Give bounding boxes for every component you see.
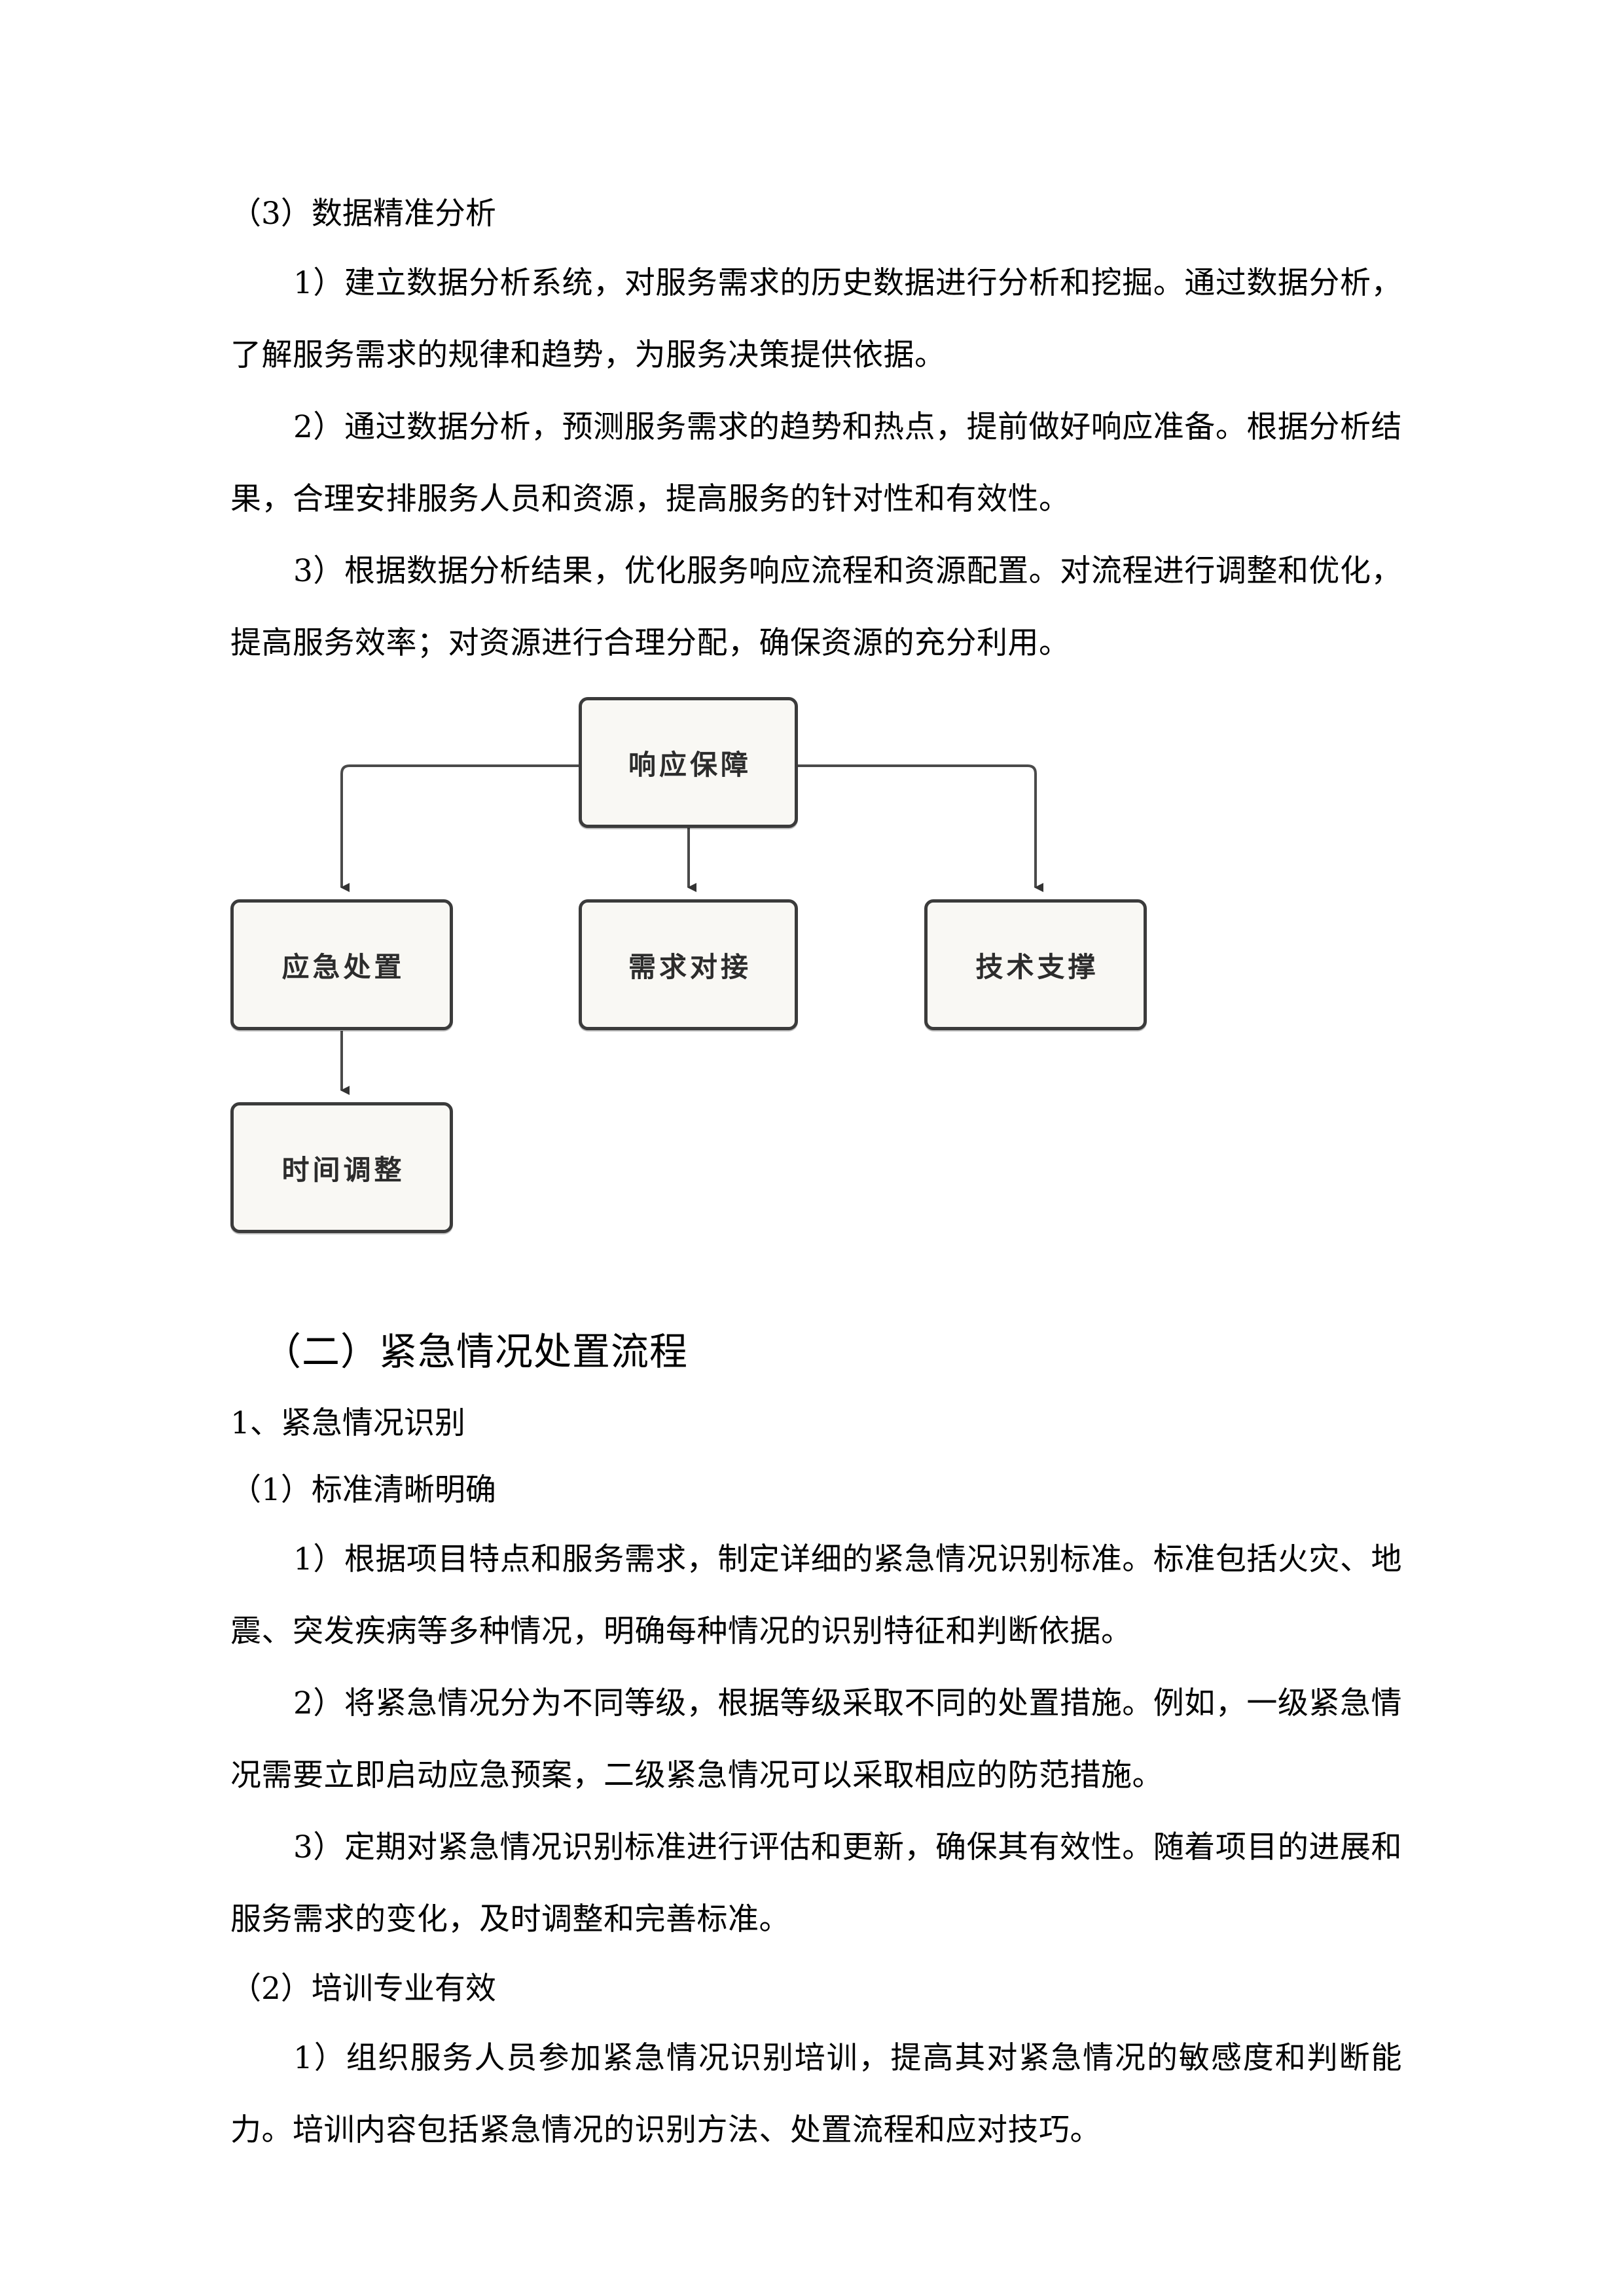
paragraph-3: 3）根据数据分析结果，优化服务响应流程和资源配置。对流程进行调整和优化，提高服务… [230, 553, 1402, 661]
heading-section-two: （二）紧急情况处置流程 [263, 1329, 689, 1374]
spacer-after-flowchart [230, 1305, 1402, 1313]
flow-node-technical-support: 技术支撑 [924, 899, 1147, 1030]
flow-node-time-adjustment: 时间调整 [230, 1102, 453, 1233]
flow-node-demand-docking: 需求对接 [579, 899, 798, 1030]
response-guarantee-flowchart: 响应保障 应急处置 需求对接 技术支撑 时间调整 [230, 696, 1402, 1305]
flow-node-response-guarantee: 响应保障 [579, 697, 798, 828]
edge-root-to-child-c [798, 764, 1043, 892]
heading-3-data-analysis: （3）数据精准分析 [230, 196, 496, 232]
paragraph-5: 2）将紧急情况分为不同等级，根据等级采取不同的处置措施。例如，一级紧急情况需要立… [230, 1685, 1402, 1793]
spacer-before-flowchart [230, 679, 1402, 696]
paragraph-4: 1）根据项目特点和服务需求，制定详细的紧急情况识别标准。标准包括火灾、地震、突发… [230, 1541, 1402, 1649]
paragraph-2: 2）通过数据分析，预测服务需求的趋势和热点，提前做好响应准备。根据分析结果，合理… [230, 409, 1402, 517]
edge-root-to-child-a [340, 764, 579, 892]
flow-node-emergency-handling: 应急处置 [230, 899, 453, 1030]
paragraph-7: 1）组织服务人员参加紧急情况识别培训，提高其对紧急情况的敏感度和判断能力。培训内… [230, 2040, 1402, 2148]
paragraph-1: 1）建立数据分析系统，对服务需求的历史数据进行分析和挖掘。通过数据分析，了解服务… [230, 265, 1402, 373]
flow-node-label: 时间调整 [281, 1153, 405, 1186]
flow-node-label: 需求对接 [628, 950, 751, 983]
flow-node-label: 响应保障 [628, 748, 751, 781]
page-content: （3）数据精准分析 1）建立数据分析系统，对服务需求的历史数据进行分析和挖掘。通… [230, 181, 1402, 2166]
flowchart-connectors [340, 764, 1043, 1095]
paragraph-6: 3）定期对紧急情况识别标准进行评估和更新，确保其有效性。随着项目的进展和服务需求… [230, 1829, 1402, 1937]
heading-1-emergency-identification: 1、紧急情况识别 [230, 1405, 465, 1441]
flow-node-label: 技术支撑 [975, 950, 1099, 983]
heading-1-1-clear-standards: （1）标准清晰明确 [230, 1472, 496, 1508]
heading-1-2-professional-training: （2）培训专业有效 [230, 1971, 496, 2007]
flow-node-label: 应急处置 [281, 950, 405, 983]
